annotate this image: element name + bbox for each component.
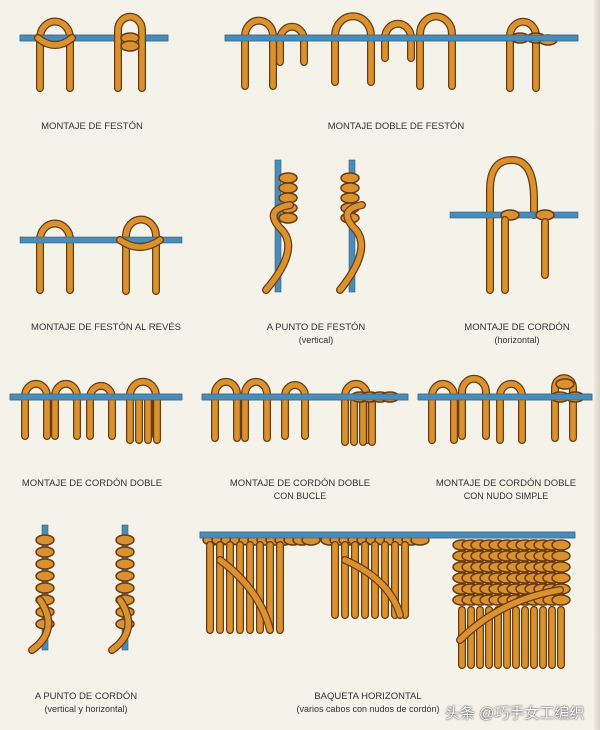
cord-loop	[332, 13, 374, 85]
cord-coil	[35, 582, 55, 594]
cord-loop-outline	[416, 12, 456, 90]
cord-loop	[212, 379, 240, 441]
cord-big-loop	[487, 157, 537, 293]
caption-punto-cordon: A PUNTO DE CORDÓN(vertical y horizontal)	[34, 691, 138, 714]
cord-loop-outline	[114, 12, 146, 92]
holding-bar	[199, 531, 576, 539]
cord-loop	[497, 381, 525, 443]
cord-coil	[35, 570, 55, 582]
cord-vertical	[337, 202, 365, 293]
cord-coil	[115, 558, 135, 570]
holding-bar	[19, 236, 183, 244]
holding-bar	[19, 34, 169, 42]
cord-loop	[382, 21, 414, 61]
holding-bar	[224, 34, 579, 42]
cord-loop	[417, 13, 455, 89]
cord-coil	[35, 534, 55, 546]
cord-loop-outline	[36, 17, 74, 92]
cord-loop	[127, 379, 159, 439]
cord-coil	[278, 212, 298, 224]
cord-wrap	[35, 35, 75, 48]
cord-coil	[278, 182, 298, 194]
caption-baqueta-horizontal: BAQUETA HORIZONTAL(varios cabos con nudo…	[296, 691, 440, 714]
caption-montaje-cordon: MONTAJE DE CORDÓN(horizontal)	[464, 322, 570, 345]
cord-vertical	[109, 597, 131, 653]
cord-coil	[551, 594, 571, 606]
cord-loop	[242, 17, 276, 89]
cord-coil	[340, 192, 360, 204]
holding-bar	[9, 393, 183, 401]
cord-loop-outline	[241, 16, 277, 90]
cord-loop	[115, 14, 145, 91]
caption-cordon-doble: MONTAJE DE CORDÓN DOBLE	[21, 478, 163, 489]
holding-bar	[417, 393, 593, 401]
cord-loop	[429, 381, 457, 443]
cord-big-loop-outline	[486, 156, 538, 294]
cord-coil	[340, 172, 360, 184]
cord-loop-outline	[506, 17, 540, 92]
cord-vertical	[263, 202, 293, 293]
cord-diagonal	[217, 557, 273, 633]
cord-coil	[555, 378, 575, 390]
caption-punto-feston: A PUNTO DE FESTÓN(vertical)	[266, 322, 366, 345]
caption-feston-al-reves: MONTAJE DE FESTÓN AL REVÉS	[31, 322, 181, 333]
cord-loop-outline	[122, 215, 160, 295]
cord-coil	[340, 182, 360, 194]
page-edge	[594, 0, 600, 730]
cord-coil	[551, 572, 571, 584]
cord-loop	[123, 216, 159, 294]
cord-coil	[115, 570, 135, 582]
cord-loop	[22, 381, 50, 439]
caption-montaje-feston: MONTAJE DE FESTÓN	[41, 121, 143, 132]
cord-coil	[551, 561, 571, 573]
cord-loop	[459, 376, 489, 439]
cord-diagonal	[342, 557, 403, 618]
cord-coil	[35, 558, 55, 570]
watermark: 头条 @巧手女工编织	[445, 705, 585, 722]
cord-loop-outline	[36, 219, 74, 294]
cord-wrap	[117, 237, 163, 250]
cord-loop	[242, 379, 270, 441]
cord-coil	[35, 546, 55, 558]
holding-bar	[201, 393, 409, 401]
cord-loop	[52, 381, 80, 439]
cord-coil	[278, 172, 298, 184]
cord-vertical	[29, 597, 51, 653]
cord-coil	[115, 534, 135, 546]
caption-montaje-doble-feston: MONTAJE DOBLE DE FESTÓN	[327, 121, 465, 132]
cord-coil	[551, 539, 571, 551]
cord-loop	[37, 220, 73, 293]
cord-coil	[551, 550, 571, 562]
cord-coil	[115, 546, 135, 558]
cord-coil	[120, 40, 140, 52]
cord-diagonal	[457, 587, 563, 643]
cord-coil	[115, 582, 135, 594]
cord-loop	[37, 18, 73, 91]
